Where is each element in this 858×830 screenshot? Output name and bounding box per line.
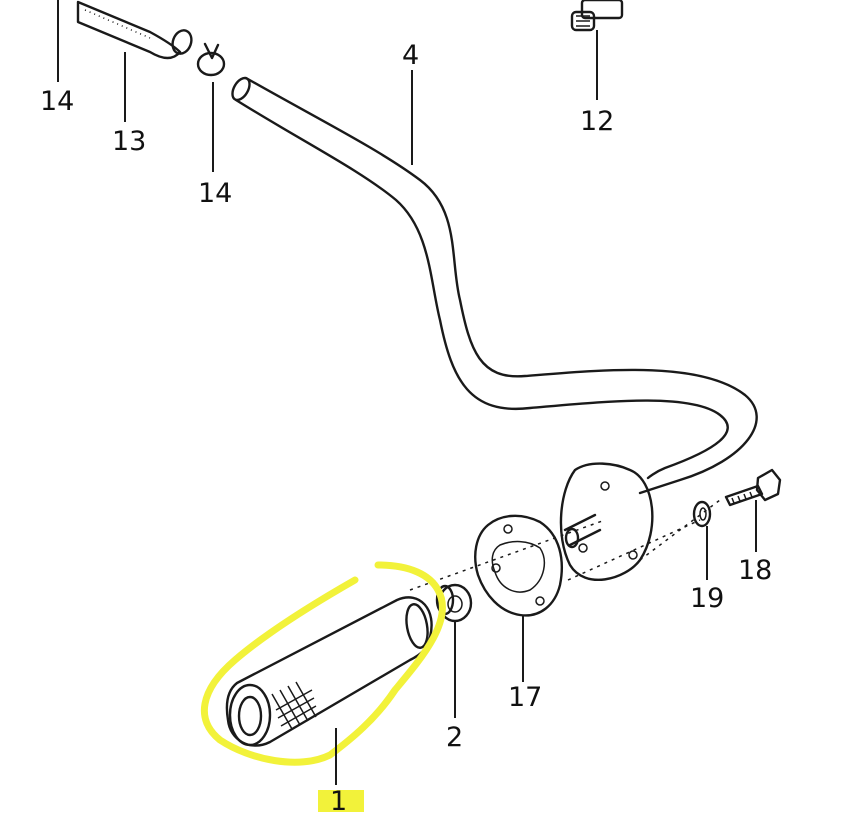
muffler-mesh-pattern [271, 681, 317, 730]
callout-4: 4 [402, 40, 420, 71]
callout-1: 1 [330, 786, 348, 817]
bolt-part-18[interactable] [724, 468, 782, 507]
callout-2: 2 [446, 722, 464, 753]
muffler-part-1[interactable] [225, 596, 433, 747]
hose-clamp-part-14[interactable] [196, 42, 226, 77]
gasket-part-17[interactable] [474, 514, 563, 617]
fitting-part-12[interactable] [570, 0, 624, 32]
pipe-flange[interactable] [559, 462, 654, 581]
callout-1-highlight [318, 790, 364, 812]
hose-part-13[interactable] [76, 0, 195, 60]
callout-14-top: 14 [40, 86, 75, 117]
callout-14-clamp: 14 [198, 178, 233, 209]
highlight-outline [201, 561, 446, 766]
callout-12: 12 [580, 106, 615, 137]
assembly-lines [409, 499, 721, 591]
callout-18: 18 [738, 555, 773, 586]
washer-part-19[interactable] [692, 500, 712, 528]
leader-lines [57, 0, 757, 785]
callout-19: 19 [690, 583, 725, 614]
pipe-part-4[interactable] [229, 75, 758, 495]
callout-17: 17 [508, 682, 543, 713]
callout-13: 13 [112, 126, 147, 157]
